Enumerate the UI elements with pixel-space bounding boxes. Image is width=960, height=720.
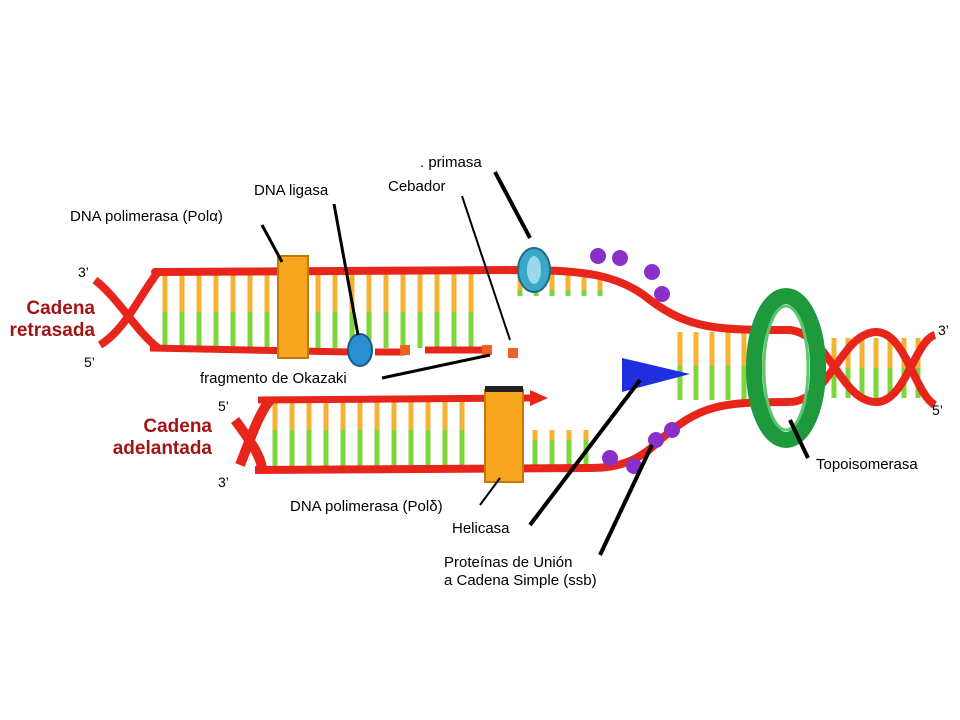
label-helicasa: Helicasa	[452, 520, 510, 537]
leading-growth-arrow	[530, 390, 548, 406]
ssb-protein	[590, 248, 606, 264]
right-3prime: 3’	[938, 322, 949, 338]
topoisomerase-ring-highlight	[762, 304, 810, 432]
lagging-strand-label-line2: retrasada	[9, 320, 95, 341]
leading-strand-label: Cadena adelantada	[80, 416, 212, 460]
polymerase-delta-block	[484, 389, 524, 483]
leading-strand-label-line2: adelantada	[112, 438, 212, 459]
ssb-protein	[648, 432, 664, 448]
label-primasa: . primasa	[420, 154, 482, 171]
label-pol-delta: DNA polimerasa (Polδ)	[290, 498, 443, 515]
ssb-protein	[664, 422, 680, 438]
pointer-ligasa	[332, 203, 360, 336]
label-ssb-line2: a Cadena Simple (ssb)	[444, 572, 597, 589]
lagging-strand-label: Cadena retrasada	[0, 298, 95, 342]
leading-3prime-left: 3’	[218, 474, 229, 490]
label-ssb-line1: Proteínas de Unión	[444, 554, 573, 571]
pointer-pol-delta	[479, 477, 501, 506]
lagging-5prime-left: 5’	[84, 354, 95, 370]
label-topoisomerasa: Topoisomerasa	[816, 456, 918, 473]
okazaki-fragment-left	[149, 344, 351, 356]
pointer-ssb	[598, 444, 654, 556]
ssb-protein	[602, 450, 618, 466]
lagging-helix-left-b	[97, 269, 162, 349]
pointer-pol-alpha	[260, 224, 284, 263]
pointer-okazaki	[381, 353, 491, 380]
primer-mark	[482, 345, 492, 355]
primer-mark	[400, 345, 410, 355]
ssb-protein	[612, 250, 628, 266]
polymerase-alpha-block	[277, 255, 309, 359]
pointer-primasa	[493, 171, 532, 239]
primase-hole	[527, 256, 541, 284]
leading-5prime-left: 5’	[218, 398, 229, 414]
label-cebador: Cebador	[388, 178, 446, 195]
leading-helix-left-a	[230, 417, 267, 471]
right-5prime: 5’	[932, 402, 943, 418]
ligase-shape	[347, 333, 373, 367]
lagging-strand-label-line1: Cadena	[26, 298, 95, 319]
label-pol-alpha: DNA polimerasa (Polα)	[70, 208, 223, 225]
label-ssb: Proteínas de Unión a Cadena Simple (ssb)	[444, 554, 597, 590]
pointer-topoisomerasa	[788, 419, 810, 459]
ssb-protein	[654, 286, 670, 302]
ssb-proteins-group	[590, 248, 680, 474]
pointer-helicasa	[528, 378, 642, 527]
leading-helix-left-b	[235, 396, 275, 467]
ssb-protein	[644, 264, 660, 280]
lagging-template-backbone	[151, 265, 794, 334]
polymerase-delta-top	[485, 386, 523, 392]
primer-mark	[508, 348, 518, 358]
topoisomerase-ring	[746, 288, 826, 448]
lagging-3prime-left: 3’	[78, 264, 89, 280]
label-ligasa: DNA ligasa	[254, 182, 329, 199]
pointer-cebador	[461, 195, 511, 341]
leading-strand-label-line1: Cadena	[143, 416, 212, 437]
label-okazaki: fragmento de Okazaki	[200, 370, 347, 387]
